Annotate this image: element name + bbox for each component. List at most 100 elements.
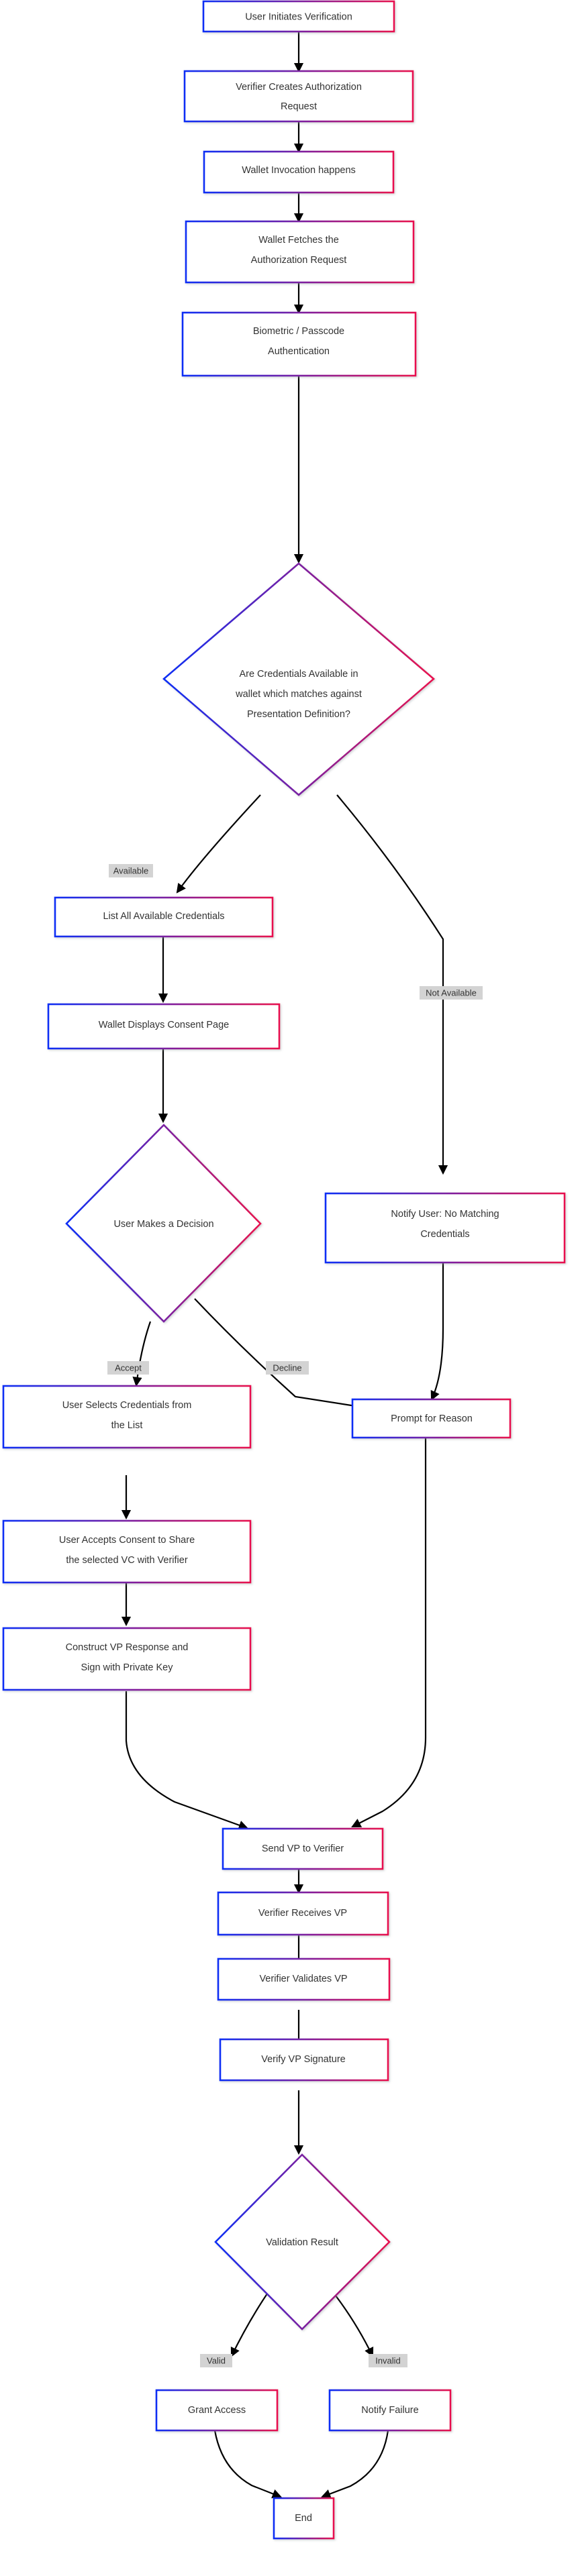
- node-notify-failure[interactable]: Notify Failure: [328, 2389, 452, 2432]
- node-list-all-available-credentials[interactable]: List All Available Credentials: [54, 896, 274, 938]
- node-shape-rect: [202, 0, 395, 33]
- node-label-line-2: Request: [281, 101, 317, 112]
- node-verifier-validates-vp[interactable]: Verifier Validates VP: [217, 1957, 391, 2001]
- node-shape-rect: [2, 1627, 252, 1691]
- node-shape-rect: [54, 896, 274, 938]
- edge-n9-n11: [132, 1321, 152, 1387]
- node-label-line-1: Construct VP Response and: [66, 1642, 189, 1653]
- node-label: Validation Result: [266, 2237, 338, 2248]
- node-user-makes-a-decision[interactable]: User Makes a Decision: [65, 1124, 262, 1323]
- edge-label-bg: [107, 1361, 149, 1375]
- node-shape-rect: [2, 1385, 252, 1449]
- edge-n6-n7: [176, 794, 261, 894]
- nodes-layer: User Initiates Verification Verifier Cre…: [2, 0, 566, 2540]
- edge-n10-n12: [430, 1226, 444, 1401]
- node-label: User Makes a Decision: [113, 1219, 213, 1230]
- edge-n20-n22: [213, 2430, 282, 2499]
- edge-n21-n22: [320, 2430, 389, 2499]
- node-send-vp-to-verifier[interactable]: Send VP to Verifier: [222, 1827, 384, 1870]
- node-verifier-receives-vp[interactable]: Verifier Receives VP: [217, 1891, 389, 1936]
- node-wallet-invocation-happens[interactable]: Wallet Invocation happens: [203, 150, 395, 194]
- node-label: Verify VP Signature: [261, 2054, 345, 2065]
- edge-n9-n12: [194, 1298, 379, 1413]
- edge-label-bg: [420, 986, 483, 1000]
- node-label-line-2: Authorization Request: [251, 255, 347, 266]
- node-are-credentials-available-decision[interactable]: Are Credentials Available in wallet whic…: [162, 562, 435, 796]
- node-validation-result-decision[interactable]: Validation Result: [214, 2153, 391, 2330]
- node-shape-diamond: [214, 2153, 391, 2330]
- node-label-line-1: User Accepts Consent to Share: [59, 1535, 195, 1546]
- node-label: Wallet Displays Consent Page: [99, 1020, 230, 1030]
- node-label-line-1: Notify User: No Matching: [391, 1209, 499, 1220]
- node-label-line-2: wallet which matches against: [235, 689, 362, 700]
- node-verify-vp-signature[interactable]: Verify VP Signature: [219, 2038, 389, 2082]
- node-label: User Initiates Verification: [245, 11, 352, 22]
- node-label: End: [295, 2513, 312, 2524]
- node-wallet-displays-consent-page[interactable]: Wallet Displays Consent Page: [47, 1003, 281, 1050]
- node-label-line-2: the List: [111, 1420, 143, 1431]
- node-label-line-3: Presentation Definition?: [247, 709, 350, 720]
- node-label: Wallet Invocation happens: [242, 165, 356, 176]
- node-biometric-passcode-authentication[interactable]: Biometric / Passcode Authentication: [181, 311, 417, 377]
- edge-label-text: Accept: [115, 1362, 142, 1373]
- node-shape-rect: [181, 311, 417, 377]
- edge-label-valid: Valid: [200, 2354, 232, 2367]
- node-user-selects-credentials-from-list[interactable]: User Selects Credentials from the List: [2, 1385, 252, 1449]
- node-shape-rect: [183, 70, 414, 123]
- node-shape-rect: [155, 2389, 279, 2432]
- node-label: List All Available Credentials: [103, 911, 224, 922]
- node-label: Grant Access: [188, 2405, 246, 2416]
- node-shape-rect: [324, 1192, 566, 1264]
- node-shape-rect: [217, 1957, 391, 2001]
- edge-n14-n15: [125, 1691, 249, 1830]
- node-label: Verifier Receives VP: [258, 1908, 347, 1919]
- node-label-line-2: Authentication: [268, 346, 330, 357]
- node-label: Notify Failure: [361, 2405, 418, 2416]
- edge-label-bg: [109, 864, 153, 877]
- edges-layer: [121, 32, 448, 2499]
- node-shape-rect: [47, 1003, 281, 1050]
- edge-label-decline: Decline: [266, 1361, 309, 1375]
- node-label-line-2: the selected VC with Verifier: [66, 1555, 188, 1566]
- edge-label-bg: [266, 1361, 309, 1375]
- edge-label-text: Not Available: [426, 987, 477, 998]
- node-user-accepts-consent-to-share[interactable]: User Accepts Consent to Share the select…: [2, 1519, 252, 1584]
- node-label-line-2: Sign with Private Key: [81, 1662, 173, 1673]
- node-shape-rect: [273, 2497, 335, 2540]
- edge-label-text: Decline: [273, 1362, 301, 1373]
- node-shape-rect: [203, 150, 395, 194]
- edge-label-bg: [369, 2354, 407, 2367]
- edge-label-invalid: Invalid: [369, 2354, 407, 2367]
- node-shape-rect: [328, 2389, 452, 2432]
- node-shape-rect: [2, 1519, 252, 1584]
- node-construct-vp-response-sign[interactable]: Construct VP Response and Sign with Priv…: [2, 1627, 252, 1691]
- node-shape-diamond: [65, 1124, 262, 1323]
- node-grant-access[interactable]: Grant Access: [155, 2389, 279, 2432]
- node-wallet-fetches-authorization-request[interactable]: Wallet Fetches the Authorization Request: [185, 220, 415, 284]
- node-label-line-1: Are Credentials Available in: [239, 669, 358, 680]
- edge-label-available: Available: [109, 864, 153, 877]
- node-label-line-1: Biometric / Passcode: [253, 326, 344, 337]
- edge-label-bg: [200, 2354, 232, 2367]
- node-shape-rect: [351, 1398, 512, 1439]
- edge-labels-layer: Available Not Available Accept Decline V…: [107, 864, 483, 2367]
- node-user-initiates-verification[interactable]: User Initiates Verification: [202, 0, 395, 33]
- node-verifier-creates-authorization-request[interactable]: Verifier Creates Authorization Request: [183, 70, 414, 123]
- node-shape-rect: [219, 2038, 389, 2082]
- node-label-line-1: User Selects Credentials from: [62, 1400, 192, 1411]
- edge-label-text: Valid: [207, 2355, 226, 2365]
- node-shape-rect: [185, 220, 415, 284]
- edge-label-text: Available: [113, 865, 149, 875]
- edge-label-accept: Accept: [107, 1361, 149, 1375]
- edge-n12-n15: [351, 1438, 427, 1827]
- node-label: Prompt for Reason: [391, 1413, 473, 1424]
- node-shape-diamond: [162, 562, 435, 796]
- node-end[interactable]: End: [273, 2497, 335, 2540]
- node-prompt-for-reason[interactable]: Prompt for Reason: [351, 1398, 512, 1439]
- node-shape-rect: [217, 1891, 389, 1936]
- node-label: Verifier Validates VP: [259, 1974, 347, 1984]
- node-shape-rect: [222, 1827, 384, 1870]
- node-notify-user-no-matching-credentials[interactable]: Notify User: No Matching Credentials: [324, 1192, 566, 1264]
